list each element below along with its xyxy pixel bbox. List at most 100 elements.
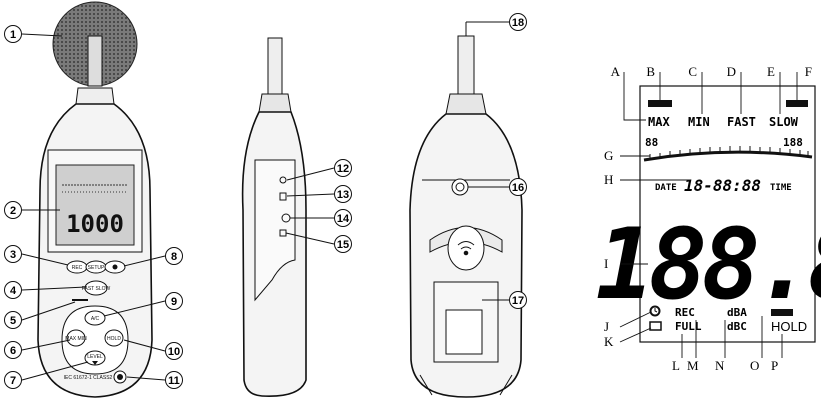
svg-text:LEVEL: LEVEL: [87, 354, 103, 360]
callout-6: 6: [4, 341, 22, 359]
letter-L: L: [672, 358, 680, 373]
svg-text:HOLD: HOLD: [107, 336, 121, 342]
svg-text:MAX MIN: MAX MIN: [65, 336, 87, 342]
letter-I: I: [604, 256, 608, 271]
lcd-clock-digits: 18-88:88: [684, 176, 761, 195]
lcd-date: DATE: [655, 183, 677, 193]
letter-J: J: [604, 319, 609, 334]
svg-text:3: 3: [10, 249, 16, 261]
callout-18: 18: [509, 13, 527, 31]
lcd-battery-icon: [649, 321, 662, 331]
lcd-bar-right-digits: 188: [783, 136, 803, 149]
lcd-top-right-bar: [786, 100, 808, 107]
back-callouts: [465, 21, 509, 301]
front-lcd-screen: [55, 164, 135, 246]
letter-N: N: [715, 358, 725, 373]
model-label: IEC 61672-1 CLASS2: [64, 375, 113, 381]
letter-H: H: [604, 172, 613, 187]
callout-1: 1: [4, 25, 22, 43]
letter-O: O: [750, 358, 759, 373]
wifi-logo-badge: [447, 225, 485, 271]
svg-text:11: 11: [168, 375, 180, 387]
front-lcd-digits: 1000: [66, 210, 124, 238]
lcd-bottom-right-bar: [771, 309, 793, 316]
callout-16: 16: [509, 178, 527, 196]
callout-4: 4: [4, 281, 22, 299]
callout-17: 17: [509, 291, 527, 309]
svg-text:17: 17: [512, 295, 524, 307]
lcd-fast: FAST: [727, 115, 756, 129]
callout-7: 7: [4, 371, 22, 389]
side-view-meter: [241, 37, 307, 397]
svg-text:FAST SLOW: FAST SLOW: [82, 286, 111, 292]
lcd-clock-icon: [649, 305, 661, 317]
lcd-main-digits: 188.8: [595, 208, 821, 322]
lcd-letter-leaders: [619, 72, 798, 358]
fast-slow-button[interactable]: FAST SLOW: [82, 280, 111, 296]
svg-text:6: 6: [10, 345, 16, 357]
callout-13: 13: [334, 185, 352, 203]
svg-text:4: 4: [10, 285, 17, 297]
svg-text:12: 12: [337, 163, 349, 175]
callout-10: 10: [165, 342, 183, 360]
power-button[interactable]: [113, 370, 127, 384]
svg-text:1: 1: [10, 29, 16, 41]
lcd-time: TIME: [770, 183, 792, 193]
letter-E: E: [767, 64, 775, 79]
side-callouts: [285, 167, 335, 245]
back-view-meter: [409, 35, 523, 398]
front-callouts: [21, 33, 166, 381]
lcd-dba: dBA: [727, 306, 747, 319]
svg-text:18: 18: [512, 17, 524, 29]
letter-B: B: [646, 64, 655, 79]
level-button[interactable]: LEVEL: [84, 350, 106, 366]
callout-11: 11: [165, 371, 183, 389]
callout-3: 3: [4, 245, 22, 263]
svg-text:13: 13: [337, 189, 349, 201]
hold-button[interactable]: HOLD: [104, 329, 124, 347]
lcd-min: MIN: [688, 115, 710, 129]
svg-text:10: 10: [168, 346, 180, 358]
lcd-top-left-bar: [648, 100, 672, 107]
letter-G: G: [604, 148, 613, 163]
max-min-button[interactable]: MAX MIN: [65, 329, 87, 347]
svg-text:A/C: A/C: [91, 316, 100, 322]
svg-text:16: 16: [512, 182, 524, 194]
letter-C: C: [688, 64, 697, 79]
letter-D: D: [727, 64, 736, 79]
ac-button[interactable]: A/C: [84, 310, 106, 326]
callout-5: 5: [4, 311, 22, 329]
letter-P: P: [771, 358, 778, 373]
callout-12: 12: [334, 159, 352, 177]
callout-2: 2: [4, 201, 22, 219]
lcd-hold: HOLD: [771, 319, 807, 334]
setup-button[interactable]: SETUP: [85, 260, 107, 274]
lcd-bar-graph: [643, 150, 813, 162]
svg-text:9: 9: [171, 296, 177, 308]
svg-text:14: 14: [337, 213, 350, 225]
svg-text:SETUP: SETUP: [88, 265, 105, 271]
letter-M: M: [687, 358, 699, 373]
letter-F: F: [805, 64, 812, 79]
rec-button[interactable]: REC: [66, 260, 88, 274]
lcd-rec: REC: [675, 306, 695, 319]
svg-text:REC: REC: [72, 265, 83, 271]
svg-text:15: 15: [337, 239, 349, 251]
svg-text:5: 5: [10, 315, 16, 327]
lcd-max: MAX: [648, 115, 670, 129]
callout-15: 15: [334, 235, 352, 253]
lcd-full: FULL: [675, 320, 702, 333]
navigation-pad: [61, 305, 129, 375]
backlight-button[interactable]: [104, 260, 126, 274]
callout-9: 9: [165, 292, 183, 310]
lcd-display-diagram: MAX MIN FAST SLOW 88 188 DATE 18-88:88 T…: [595, 85, 821, 343]
svg-text:7: 7: [10, 375, 16, 387]
letter-K: K: [604, 334, 614, 349]
svg-text:8: 8: [171, 251, 177, 263]
letter-A: A: [611, 64, 621, 79]
callout-14: 14: [334, 209, 352, 227]
lcd-dbc: dBC: [727, 320, 747, 333]
front-view-meter: 1000 REC SETUP FAST SLOW A/C MAX MIN: [37, 1, 153, 398]
lcd-bar-left-digits: 88: [645, 136, 658, 149]
